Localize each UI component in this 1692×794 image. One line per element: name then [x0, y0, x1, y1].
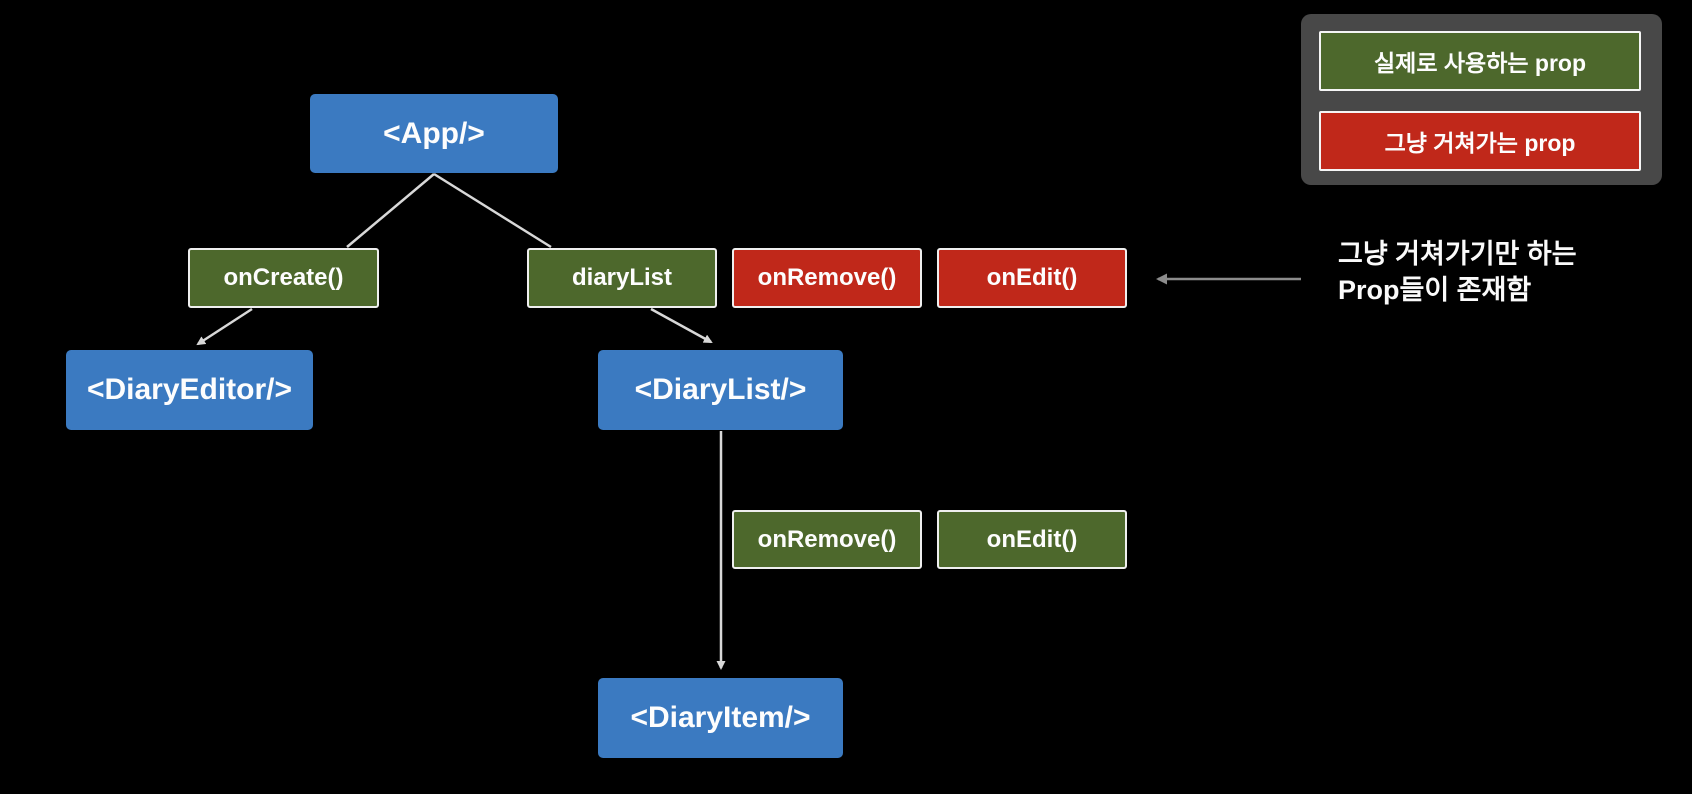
edge-oncreate-to-diaryeditor — [196, 307, 253, 346]
edge-app-to-oncreate — [346, 173, 435, 248]
prop-onremove-used: onRemove() — [732, 510, 922, 569]
edge-diarylist-to-diarylist-comp — [650, 307, 713, 344]
prop-onedit-passing: onEdit() — [937, 248, 1127, 308]
node-diaryeditor: <DiaryEditor/> — [66, 350, 313, 430]
node-diarylist: <DiaryList/> — [598, 350, 843, 430]
prop-oncreate: onCreate() — [188, 248, 379, 308]
legend: 실제로 사용하는 prop 그냥 거쳐가는 prop — [1301, 14, 1662, 185]
node-app: <App/> — [310, 94, 558, 173]
annotation-line-1: 그냥 거쳐가기만 하는 — [1338, 239, 1577, 269]
edge-app-to-diarylist — [433, 172, 552, 249]
legend-used-prop: 실제로 사용하는 prop — [1319, 31, 1641, 91]
prop-onremove-passing: onRemove() — [732, 248, 922, 308]
legend-passing-prop: 그냥 거쳐가는 prop — [1319, 111, 1641, 171]
node-diaryitem: <DiaryItem/> — [598, 678, 843, 758]
annotation-line-2: Prop들이 존재함 — [1338, 274, 1532, 305]
prop-onedit-used: onEdit() — [937, 510, 1127, 569]
prop-diarylist: diaryList — [527, 248, 717, 308]
annotation-text: 그냥 거쳐가기만 하는 Prop들이 존재함 — [1338, 237, 1577, 308]
